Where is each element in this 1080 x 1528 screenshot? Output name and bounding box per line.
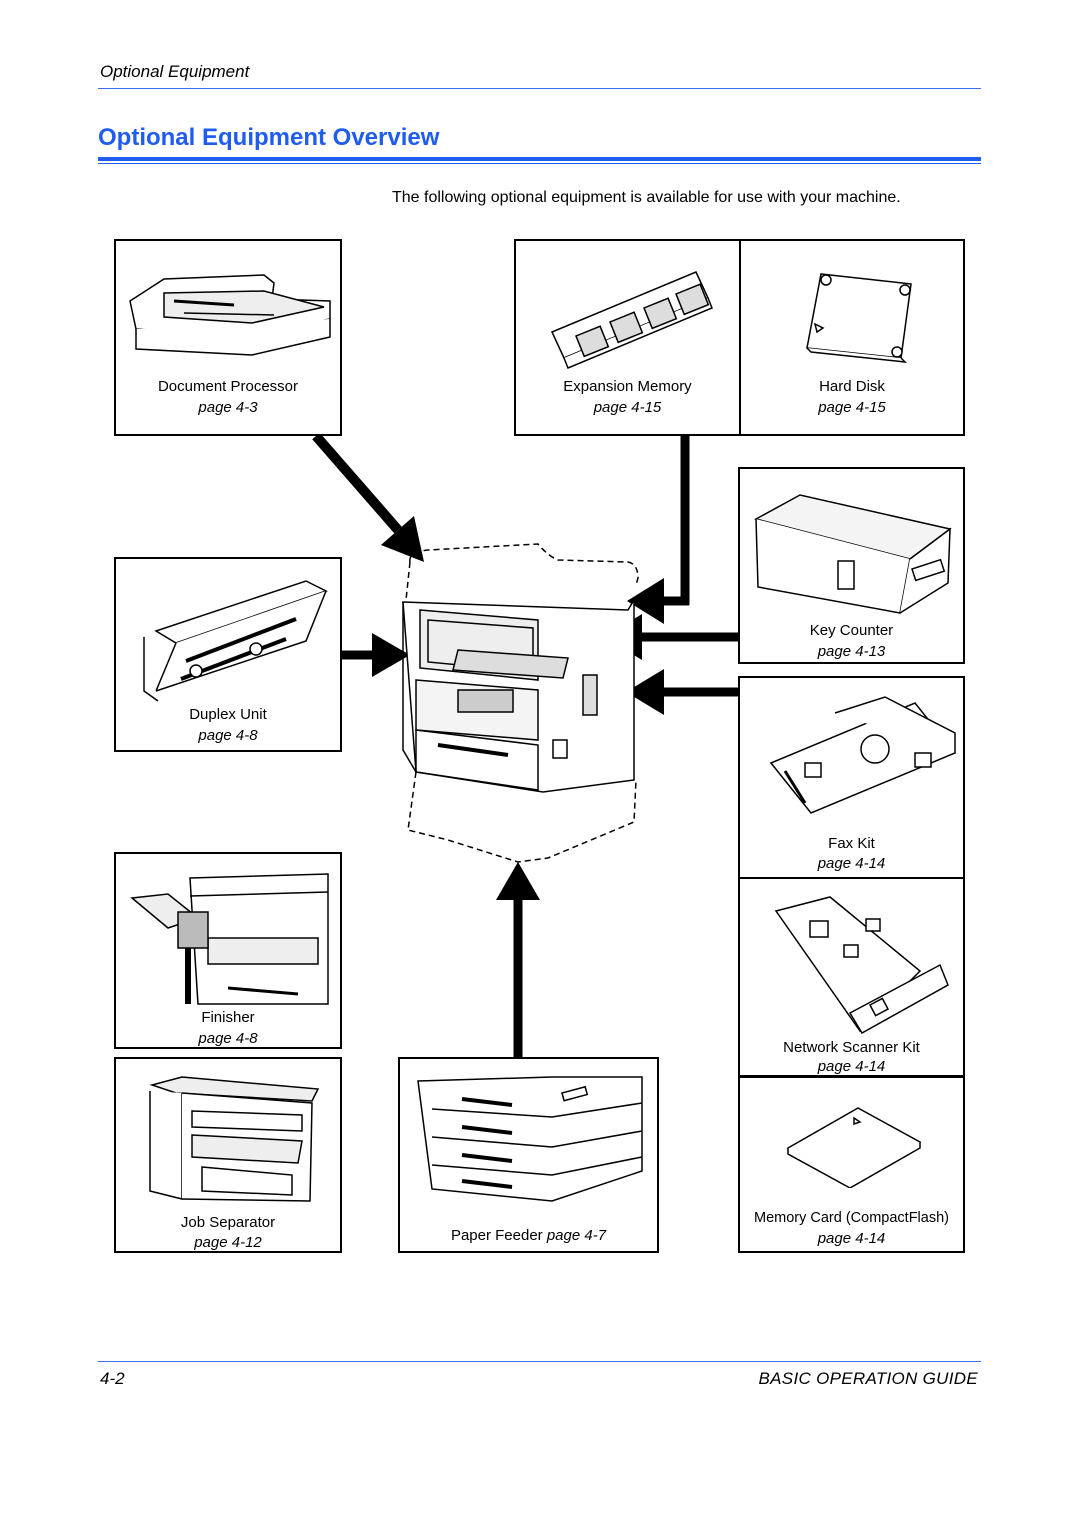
duplex-unit-page: page 4-8 xyxy=(198,727,258,744)
duplex-unit-label: Duplex Unit xyxy=(189,706,267,723)
fax-kit-label: Fax Kit xyxy=(828,835,875,852)
card-fax-kit: Fax Kit page 4-14 xyxy=(738,676,965,879)
key-counter-illustration xyxy=(753,494,952,614)
intro-text: The following optional equipment is avai… xyxy=(392,189,901,206)
memory-card-label: Memory Card (CompactFlash) xyxy=(754,1210,949,1226)
network-scanner-kit-illustration xyxy=(774,896,949,1035)
running-header: Optional Equipment xyxy=(100,62,250,81)
expansion-memory-label: Expansion Memory xyxy=(563,378,692,395)
card-duplex-unit: Duplex Unit page 4-8 xyxy=(114,557,342,752)
fax-kit-page: page 4-14 xyxy=(817,855,886,872)
footer-rule xyxy=(98,1361,981,1362)
page-title: Optional Equipment Overview xyxy=(98,124,440,151)
card-network-scanner-kit: Network Scanner Kit page 4-14 xyxy=(738,877,965,1077)
paper-feeder-page: page 4-7 xyxy=(546,1227,607,1244)
document-processor-label: Document Processor xyxy=(157,378,299,395)
arrow-head-document-processor xyxy=(381,516,424,562)
key-counter-label: Key Counter xyxy=(809,622,894,639)
memory-card-illustration xyxy=(786,1107,922,1188)
hard-disk-illustration xyxy=(806,273,912,363)
card-hard-disk: Hard Disk page 4-15 xyxy=(739,239,965,436)
title-rule xyxy=(98,157,981,161)
paper-feeder-label: Paper Feeder xyxy=(450,1227,543,1244)
document-processor-illustration xyxy=(129,274,331,356)
card-finisher: Finisher page 4-8 xyxy=(114,852,342,1049)
expansion-memory-page: page 4-15 xyxy=(593,399,662,416)
expansion-memory-illustration xyxy=(550,271,713,369)
footer-page-number: 4-2 xyxy=(100,1369,125,1388)
card-key-counter: Key Counter page 4-13 xyxy=(738,467,965,664)
arrow-head-fax xyxy=(626,669,664,715)
footer-guide-name: BASIC OPERATION GUIDE xyxy=(758,1369,978,1388)
card-document-processor: Document Processor page 4-3 xyxy=(114,239,342,436)
arrow-document-processor xyxy=(312,432,402,534)
hard-disk-page: page 4-15 xyxy=(818,399,886,416)
arrow-head-memory xyxy=(627,578,664,624)
job-separator-illustration xyxy=(149,1076,320,1202)
card-job-separator: Job Separator page 4-12 xyxy=(114,1057,342,1253)
job-separator-label: Job Separator xyxy=(180,1214,276,1231)
duplex-unit-illustration xyxy=(143,580,328,702)
paper-feeder-illustration xyxy=(417,1076,643,1202)
job-separator-page: page 4-12 xyxy=(194,1234,262,1251)
header-rule xyxy=(98,88,981,89)
finisher-label: Finisher xyxy=(201,1009,255,1026)
key-counter-page: page 4-13 xyxy=(817,643,886,660)
copier-illustration xyxy=(402,543,639,863)
finisher-illustration xyxy=(130,873,329,1005)
network-scanner-kit-label: Network Scanner Kit xyxy=(783,1039,920,1056)
document-processor-page: page 4-3 xyxy=(198,399,258,416)
arrow-head-paper-feeder xyxy=(496,862,540,900)
title-rule-thin xyxy=(98,163,981,164)
finisher-page: page 4-8 xyxy=(198,1030,258,1047)
hard-disk-label: Hard Disk xyxy=(819,378,885,395)
card-expansion-memory: Expansion Memory page 4-15 xyxy=(514,239,741,436)
memory-card-page: page 4-14 xyxy=(817,1230,886,1247)
card-memory-card: Memory Card (CompactFlash) page 4-14 xyxy=(738,1076,965,1253)
fax-kit-illustration xyxy=(769,696,957,814)
card-paper-feeder: Paper Feeder page 4-7 xyxy=(398,1057,659,1253)
paper-feeder-caption: Paper Feeder page 4-7 xyxy=(400,1227,657,1244)
network-scanner-kit-page: page 4-14 xyxy=(817,1058,886,1075)
arrow-head-duplex xyxy=(372,633,410,677)
